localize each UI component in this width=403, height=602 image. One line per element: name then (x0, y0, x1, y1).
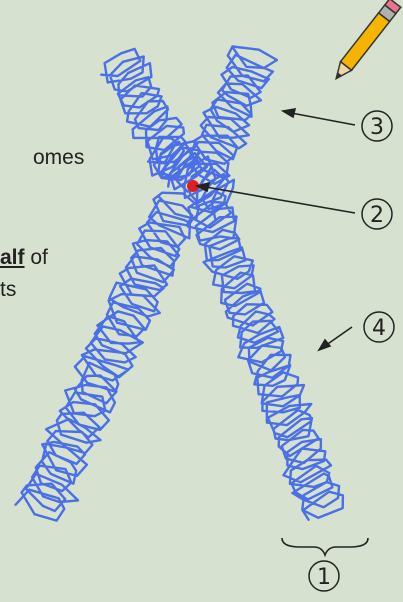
label-1: 1 (309, 561, 339, 591)
arrow-3-head (283, 109, 295, 117)
label-2-text: 2 (370, 203, 384, 228)
chromatid-right-upper (186, 47, 277, 184)
chromatid-left-lower (16, 193, 199, 521)
label-4-text: 4 (372, 316, 386, 341)
chromosome (16, 47, 343, 521)
label-3-text: 3 (370, 115, 384, 140)
label-1-text: 1 (317, 565, 331, 590)
label-4: 4 (364, 312, 394, 342)
label-3: 3 (362, 111, 392, 141)
pencil-body (340, 13, 389, 70)
label-2: 2 (362, 199, 392, 229)
bracket-brace (282, 538, 368, 555)
pencil-icon (331, 0, 401, 83)
arrow-3 (286, 112, 355, 125)
arrow-4-head (319, 340, 330, 350)
chromatid-right-lower (188, 191, 343, 520)
